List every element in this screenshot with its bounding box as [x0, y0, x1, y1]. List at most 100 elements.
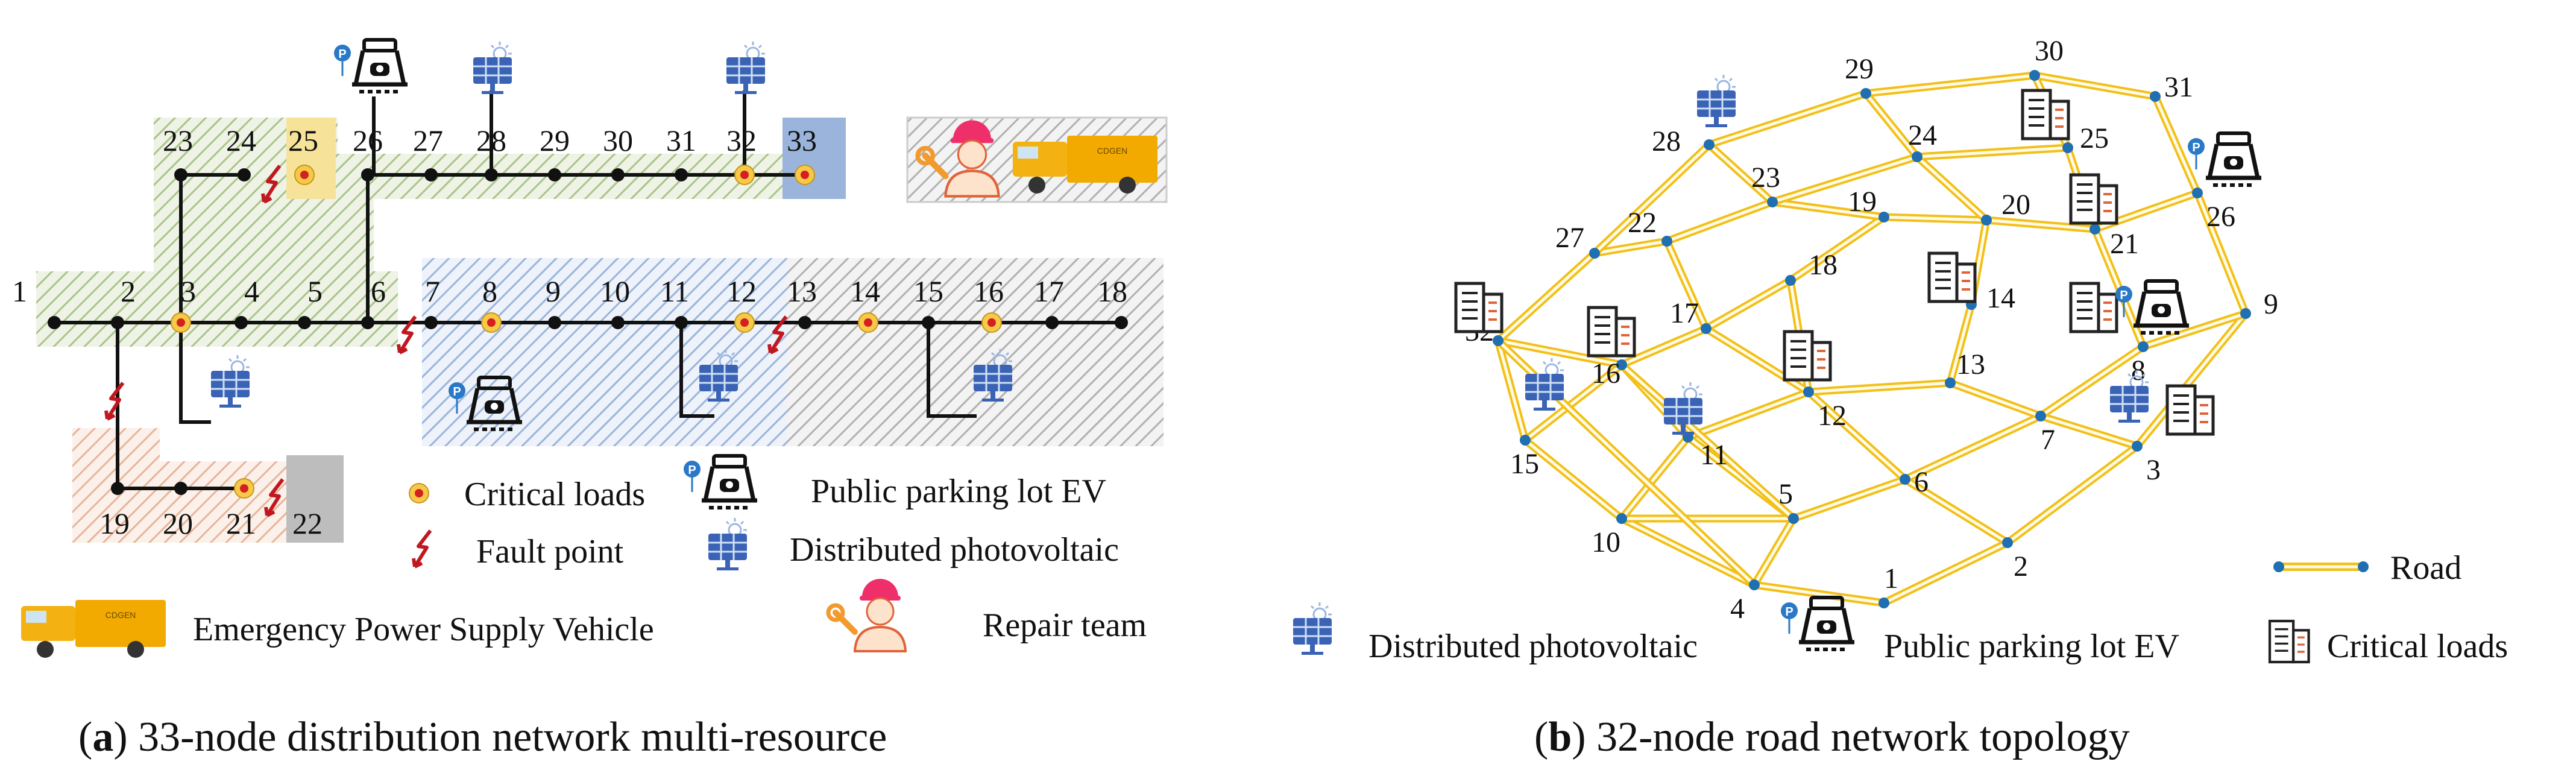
road-node — [1704, 139, 1715, 150]
zone-gray-square — [286, 455, 344, 543]
node-label: 24 — [226, 124, 256, 157]
road-node-label: 21 — [2110, 228, 2139, 260]
critical-building-icon — [1589, 308, 1634, 356]
road-node-label: 3 — [2146, 454, 2161, 486]
road-node — [1878, 212, 1889, 222]
critical-building-icon — [2071, 175, 2117, 223]
road-segment-inner — [1708, 144, 1774, 203]
node-label: 1 — [12, 274, 27, 308]
node-label: 8 — [482, 274, 497, 308]
node-label: 4 — [244, 274, 259, 308]
node-label: 21 — [226, 506, 256, 540]
road-node-label: 2 — [2014, 550, 2028, 582]
road-node-label: 25 — [2080, 122, 2109, 154]
road-segment-inner — [1986, 218, 2096, 231]
road-node-label: 29 — [1845, 53, 1874, 85]
parking-ev-icon — [2188, 133, 2261, 185]
critical-load-icon — [481, 312, 502, 333]
road-node — [2150, 91, 2161, 102]
road-node — [1616, 359, 1627, 370]
road-node — [1520, 435, 1531, 446]
fault-point-icon — [106, 383, 123, 419]
critical-load-icon — [858, 312, 878, 333]
road-node — [2035, 411, 2046, 421]
road-node-label: 17 — [1670, 297, 1699, 329]
critical-load-icon — [795, 165, 815, 185]
distribution-node-labels: 1 2 3 4 5 6 7 8 9 10 11 12 13 14 15 16 1… — [12, 124, 1127, 540]
road-node-label: 16 — [1592, 358, 1620, 390]
road-segment-inner — [1883, 541, 2009, 605]
road-segment-inner — [2040, 414, 2138, 448]
road-segment-inner — [1793, 478, 1906, 520]
node-label: 20 — [163, 506, 193, 540]
road-segment-inner — [1708, 92, 1866, 147]
node-label: 29 — [540, 124, 570, 157]
zone-blue-hatch — [422, 258, 790, 446]
legend-critical-loads-b: Critical loads — [2327, 628, 2508, 665]
critical-load-icon — [734, 312, 755, 333]
critical-load-icon — [234, 478, 254, 499]
node-label: 6 — [371, 274, 386, 308]
node-label: 23 — [163, 124, 193, 157]
solar-panel-icon — [707, 517, 748, 572]
legend-critical-loads: Critical loads — [464, 476, 645, 513]
road-node-label: 1 — [1884, 563, 1898, 595]
road-segment-inner — [1594, 239, 1667, 255]
road-segment-inner — [1865, 74, 2035, 95]
road-segment-inner — [1904, 414, 2042, 481]
road-segment-inner — [1865, 92, 1918, 158]
road-node-label: 18 — [1809, 249, 1838, 281]
road-segment-inner — [2034, 74, 2156, 98]
road-node-label: 5 — [1778, 478, 1793, 510]
critical-load-icon — [981, 312, 1002, 333]
critical-building-icon — [2071, 283, 2117, 332]
road-node-label: 19 — [1848, 186, 1877, 218]
node-label: 16 — [974, 274, 1004, 308]
node-label: 9 — [546, 274, 561, 308]
road-segment-inner — [1807, 391, 1906, 481]
road-node-label: 7 — [2041, 424, 2055, 456]
road-segment-inner — [1883, 215, 1987, 222]
road-segment-inner — [1620, 436, 1689, 520]
node-label: 19 — [99, 506, 130, 540]
road-node — [1860, 88, 1871, 99]
critical-load-icon — [409, 483, 429, 503]
node-label: 26 — [353, 124, 383, 157]
road-node-label: 15 — [1510, 448, 1539, 480]
emergency-vehicle-icon — [21, 600, 166, 658]
road-segment-inner — [1904, 478, 2009, 544]
critical-load-icon — [294, 165, 315, 185]
road-segment-inner — [1620, 517, 1756, 587]
critical-building-icon — [2270, 621, 2309, 662]
node-label: 13 — [787, 274, 817, 308]
road-node-label: 10 — [1592, 526, 1620, 558]
node-label: 27 — [413, 124, 443, 157]
road-segment-inner — [1620, 364, 1795, 520]
road-segment-inner — [1789, 215, 1885, 282]
node-label: 28 — [476, 124, 506, 157]
road-node — [1661, 236, 1672, 247]
critical-building-icon — [1456, 283, 1502, 332]
node-label: 25 — [288, 124, 318, 157]
road-node — [1900, 474, 1910, 485]
road-segment-inner — [1772, 200, 1885, 219]
road-node-label: 26 — [2206, 201, 2235, 233]
critical-building-icon — [1784, 332, 1830, 380]
road-node-label: 30 — [2035, 35, 2064, 67]
critical-building-icon — [2023, 90, 2068, 139]
road-segment-inner — [1621, 327, 1707, 367]
road-node — [1493, 335, 1504, 346]
panel-a: 1 2 3 4 5 6 7 8 9 10 11 12 13 14 15 16 1… — [12, 40, 1168, 760]
node-label: 11 — [660, 274, 689, 308]
road-segment-inner — [1705, 279, 1792, 330]
caption-a: (a) 33-node distribution network multi-r… — [78, 714, 887, 760]
road-segment-inner — [1666, 200, 1773, 243]
node-label: 7 — [425, 274, 440, 308]
road-node — [1788, 513, 1799, 524]
node-label: 30 — [603, 124, 633, 157]
road-node-label: 13 — [1956, 349, 1985, 380]
road-node — [2240, 308, 2251, 319]
road-segment-inner — [1687, 390, 1809, 439]
